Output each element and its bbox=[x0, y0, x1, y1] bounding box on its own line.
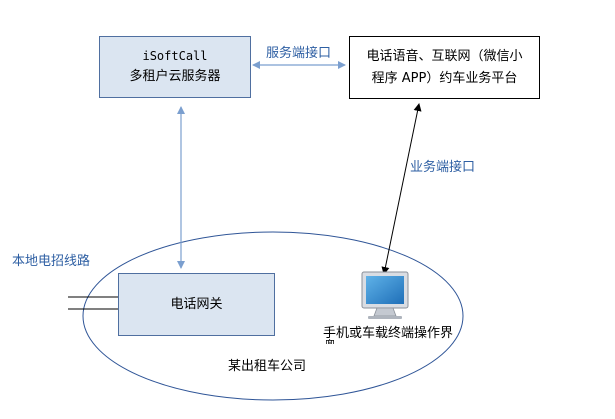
cloud-server-node: iSoftCall 多租户云服务器 bbox=[99, 36, 251, 98]
monitor-icon bbox=[361, 271, 409, 319]
company-label: 某出租车公司 bbox=[228, 359, 307, 374]
terminal-label-cont: 面 bbox=[325, 339, 335, 344]
terminal-label: 手机或车载终端操作界 bbox=[323, 326, 454, 341]
cloud-server-desc: 多租户云服务器 bbox=[129, 69, 221, 84]
company-boundary bbox=[82, 231, 464, 401]
gateway-label: 电话网关 bbox=[170, 296, 223, 312]
platform-node: 电话语音、互联网（微信小 程序 APP）约车业务平台 bbox=[349, 36, 540, 99]
cloud-server-name: iSoftCall bbox=[142, 49, 208, 63]
local-line-label: 本地电招线路 bbox=[12, 254, 91, 269]
business-interface-label: 业务端接口 bbox=[410, 160, 476, 175]
platform-desc-line1: 电话语音、互联网（微信小 bbox=[366, 48, 523, 64]
server-interface-label: 服务端接口 bbox=[266, 46, 332, 61]
edge-terminal-platform bbox=[381, 103, 422, 275]
gateway-node: 电话网关 bbox=[118, 273, 275, 336]
platform-desc-line2: 程序 APP）约车业务平台 bbox=[371, 70, 518, 86]
